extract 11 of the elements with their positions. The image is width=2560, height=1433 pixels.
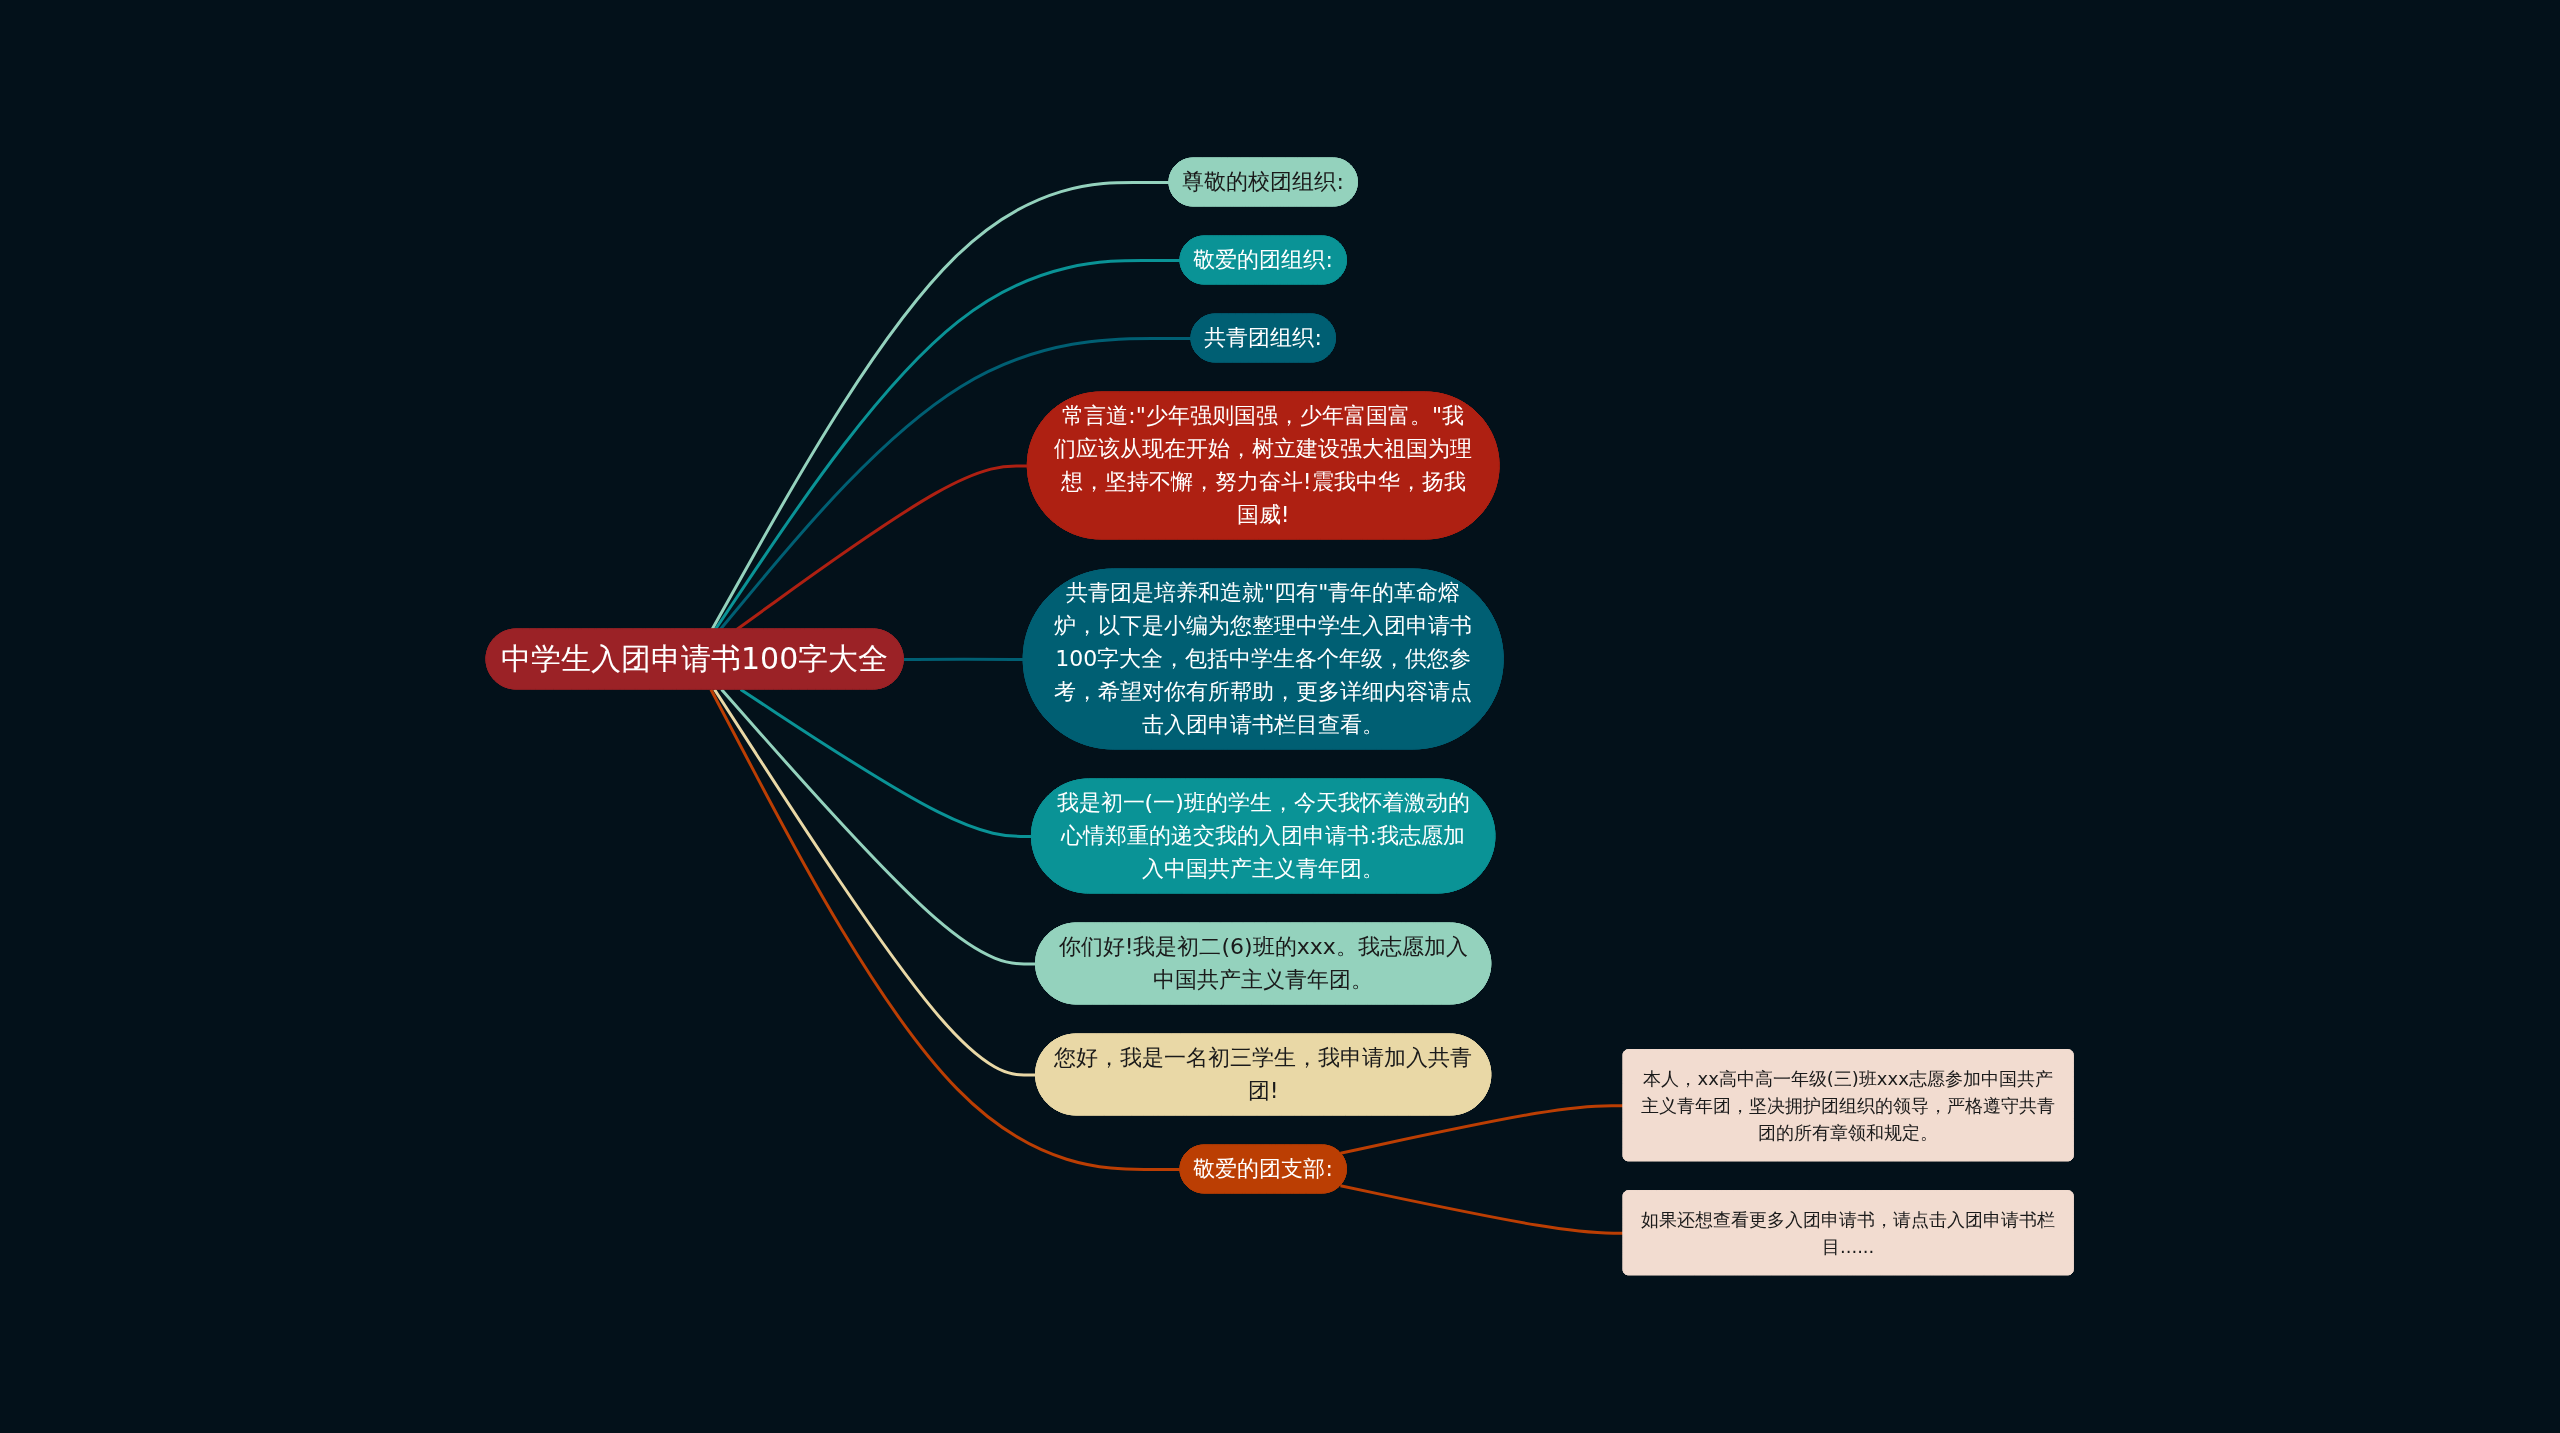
connector bbox=[740, 688, 1033, 839]
connector bbox=[719, 337, 1192, 631]
connector bbox=[736, 464, 1029, 631]
connector bbox=[713, 688, 1037, 1077]
connector bbox=[720, 688, 1037, 966]
connector bbox=[711, 181, 1170, 631]
connector bbox=[714, 259, 1181, 631]
connector bbox=[1340, 1104, 1625, 1155]
connector bbox=[1340, 1184, 1625, 1235]
connector bbox=[710, 688, 1181, 1172]
connector bbox=[904, 657, 1025, 662]
